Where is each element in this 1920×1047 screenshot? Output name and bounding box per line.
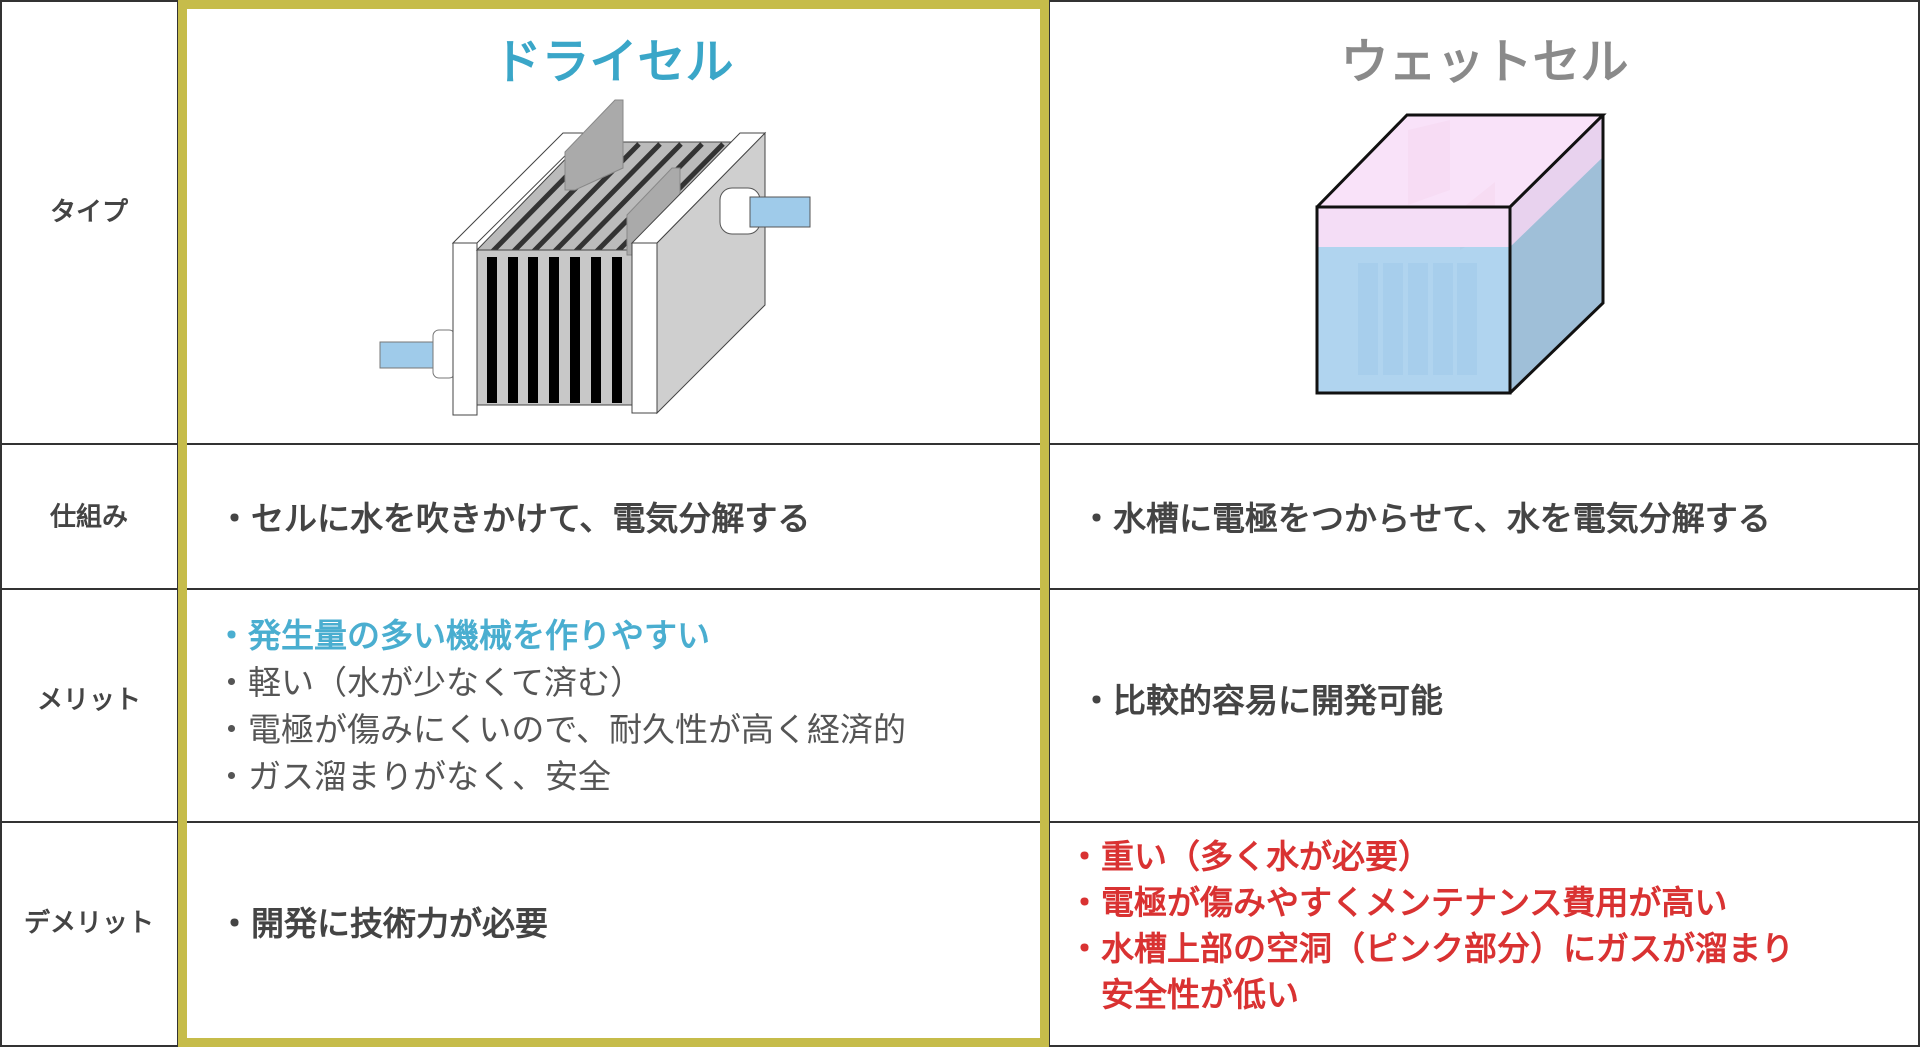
row-label-demerit: デメリット xyxy=(23,908,154,939)
dry-mechanism-text: ・セルに水を吹きかけて、電気分解する xyxy=(218,499,811,538)
list-item: ・発生量の多い機械を作りやすい xyxy=(215,616,710,655)
row-label-mechanism: 仕組み xyxy=(49,502,128,533)
list-item: 安全性が低い xyxy=(1068,975,1299,1014)
dry-cell-title: ドライセル xyxy=(493,34,734,90)
wet-merit-text: ・比較的容易に開発可能 xyxy=(1080,681,1443,720)
dry-merit-list: ・発生量の多い機械を作りやすい ・軽い（水が少なくて済む） ・電極が傷みにくいの… xyxy=(215,612,906,800)
dry-cell-illustration xyxy=(379,99,811,416)
wet-cell-title: ウェットセル xyxy=(1340,34,1629,90)
row-label-type: タイプ xyxy=(49,197,128,228)
list-item: ・重い（多く水が必要） xyxy=(1068,837,1431,876)
list-item: ・水槽上部の空洞（ピンク部分）にガスが溜まり xyxy=(1068,929,1794,968)
wet-mechanism-text: ・水槽に電極をつからせて、水を電気分解する xyxy=(1080,499,1771,538)
list-item: ・ガス溜まりがなく、安全 xyxy=(215,757,611,796)
dry-demerit-text: ・開発に技術力が必要 xyxy=(218,904,548,943)
row-label-merit: メリット xyxy=(36,685,141,716)
list-item: ・軽い（水が少なくて済む） xyxy=(215,663,644,702)
wet-demerit-list: ・重い（多く水が必要） ・電極が傷みやすくメンテナンス費用が高い ・水槽上部の空… xyxy=(1068,834,1794,1018)
list-item: ・電極が傷みやすくメンテナンス費用が高い xyxy=(1068,883,1728,922)
wet-cell-illustration xyxy=(1315,113,1607,395)
list-item: ・電極が傷みにくいので、耐久性が高く経済的 xyxy=(215,710,907,749)
